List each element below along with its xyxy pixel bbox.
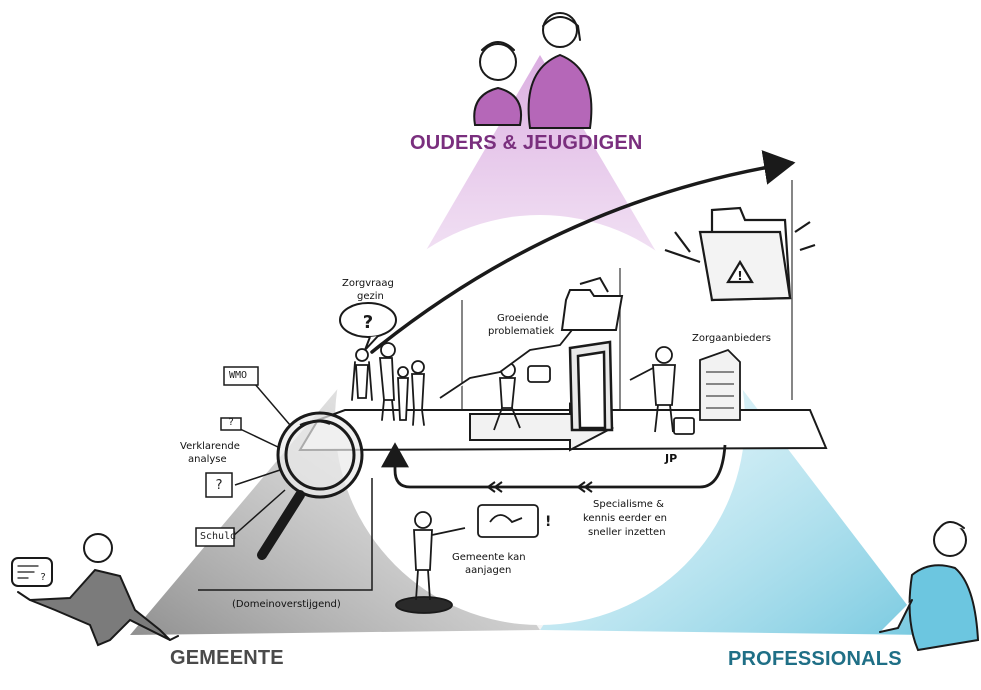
- label-gemeente: GEMEENTE: [170, 647, 284, 669]
- timeline-dividers: [461, 180, 793, 420]
- question-box-small: [220, 417, 242, 431]
- label-jp: JP: [665, 452, 678, 465]
- label-verklarende-1: Verklarende: [180, 441, 240, 452]
- svg-text:?: ?: [363, 312, 373, 333]
- question-box: [205, 472, 233, 498]
- return-loop: [381, 442, 727, 493]
- family-figures: [351, 342, 425, 426]
- svg-text:!: !: [737, 269, 742, 283]
- analysis-boxes: [195, 366, 259, 547]
- briefcase-icon: [673, 417, 695, 435]
- magnifier-icon: [257, 411, 364, 560]
- label-zorgvraag-2: gezin: [357, 291, 384, 302]
- svg-text:!: !: [545, 514, 551, 530]
- parents-youth-figures: [473, 12, 593, 129]
- label-q-left-bubble: ?: [40, 572, 47, 583]
- folder-warning-icon: !: [664, 206, 816, 302]
- folder-icon: [560, 276, 624, 331]
- door-icon: [568, 340, 614, 432]
- label-ouders-jeugdigen: OUDERS & JEUGDIGEN: [410, 132, 643, 154]
- label-verklarende-2: analyse: [188, 454, 227, 465]
- label-groeiende-2: problematiek: [488, 326, 555, 337]
- analysis-connectors: [198, 382, 373, 591]
- label-gemeente-kan-2: aanjagen: [465, 565, 512, 576]
- label-groeiende-1: Groeiende: [497, 313, 549, 324]
- growth-arrow: [370, 150, 796, 354]
- label-zorgaanbieders: Zorgaanbieders: [692, 333, 771, 344]
- professional-man: [879, 521, 980, 652]
- label-wmo: WMO: [229, 370, 248, 381]
- label-q-small: ?: [228, 417, 235, 428]
- label-specialisme-3: sneller inzetten: [588, 527, 666, 538]
- speech-bubble-icon: ?: [339, 302, 397, 351]
- label-schuld: Schuld: [200, 531, 237, 542]
- schuld-box: [195, 527, 235, 547]
- label-q-box: ?: [215, 478, 223, 493]
- professional-figure: [629, 346, 695, 435]
- label-gemeente-kan-1: Gemeente kan: [452, 552, 526, 563]
- gemeente-person: !: [395, 504, 551, 614]
- gemeente-man: [11, 533, 179, 647]
- label-domeinoverstijgend: (Domeinoverstijgend): [232, 599, 341, 610]
- label-professionals: PROFESSIONALS: [728, 648, 902, 670]
- wmo-box: [223, 366, 259, 386]
- label-specialisme-1: Specialisme &: [593, 499, 664, 510]
- building-icon: [699, 348, 741, 421]
- platform: [298, 402, 828, 452]
- label-specialisme-2: kennis eerder en: [583, 513, 667, 524]
- label-zorgvraag-1: Zorgvraag: [342, 278, 394, 289]
